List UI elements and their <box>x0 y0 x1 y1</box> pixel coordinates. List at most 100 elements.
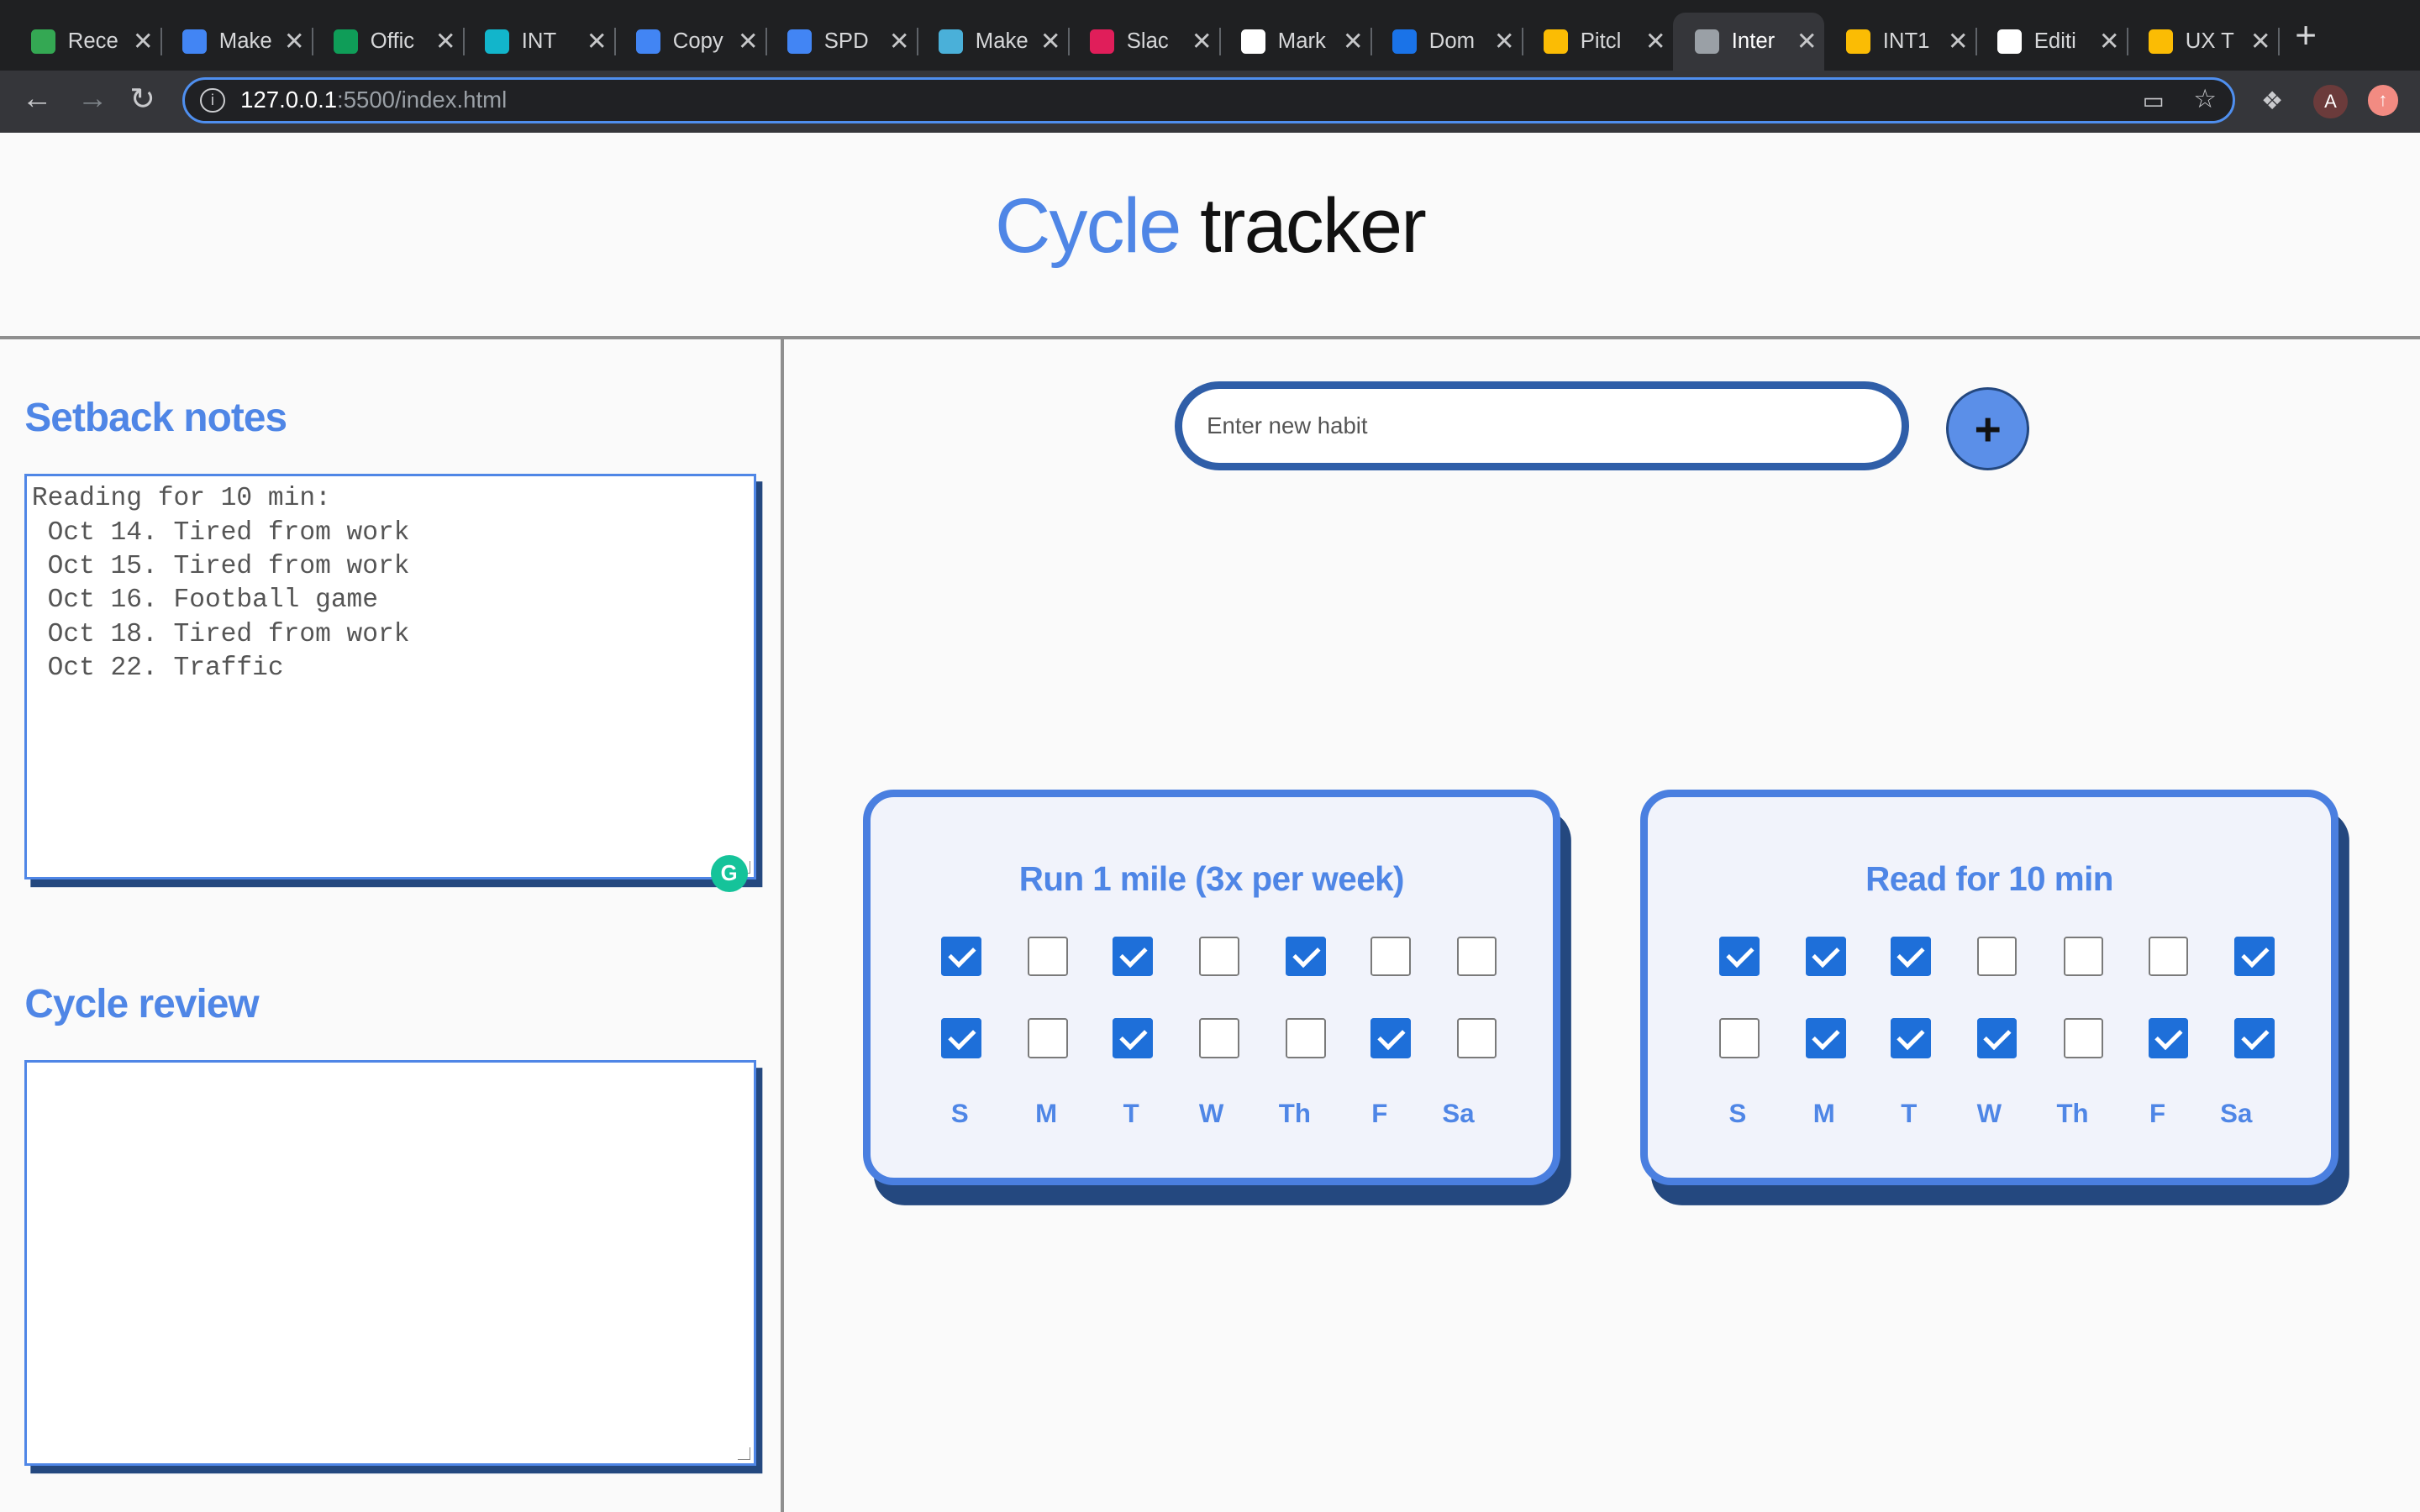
day-label: S <box>950 1098 969 1128</box>
close-tab-icon[interactable]: ✕ <box>283 28 305 56</box>
day-label: T <box>1901 1098 1918 1128</box>
day-checkbox-th[interactable] <box>1285 1018 1326 1058</box>
tab-separator <box>160 28 162 56</box>
close-tab-icon[interactable]: ✕ <box>888 28 910 56</box>
day-checkbox-f[interactable] <box>2148 936 2189 977</box>
browser-tab[interactable]: Slac ✕ <box>1068 13 1221 71</box>
habit-title: Read for 10 min <box>1865 858 2113 898</box>
bookmark-star-icon[interactable]: ☆ <box>2193 84 2217 114</box>
close-tab-icon[interactable]: ✕ <box>1493 28 1515 56</box>
info-icon[interactable]: i <box>200 87 225 113</box>
day-checkbox-sa[interactable] <box>2234 936 2275 977</box>
url-text: 127.0.0.1:5500/index.html <box>240 87 508 113</box>
day-checkbox-t[interactable] <box>1890 936 1931 977</box>
address-bar[interactable]: i 127.0.0.1:5500/index.html ▭ ☆ <box>182 76 2235 123</box>
day-checkbox-s[interactable] <box>941 1018 981 1058</box>
tab-separator <box>1522 28 1523 56</box>
close-tab-icon[interactable]: ✕ <box>1342 28 1364 56</box>
day-checkbox-s[interactable] <box>1718 936 1760 977</box>
setback-notes-textarea[interactable]: Reading for 10 min: Oct 14. Tired from w… <box>24 473 756 893</box>
page-title: Cycle tracker <box>995 182 1427 269</box>
day-label: Th <box>1278 1098 1311 1128</box>
tab-label: Rece <box>67 29 118 54</box>
tab-label: Pitcl <box>1580 29 1622 54</box>
browser-tab[interactable]: Offic ✕ <box>312 13 465 71</box>
resize-handle-icon[interactable] <box>737 1446 751 1461</box>
close-tab-icon[interactable]: ✕ <box>132 28 154 56</box>
docs-icon <box>635 29 661 55</box>
browser-tab[interactable]: Make✕ <box>917 13 1070 71</box>
day-checkbox-m[interactable] <box>1805 1018 1846 1058</box>
browser-tab[interactable]: Pitcl ✕ <box>1522 13 1673 71</box>
close-tab-icon[interactable]: ✕ <box>2249 28 2271 56</box>
day-checkbox-t[interactable] <box>1113 1018 1153 1058</box>
close-tab-icon[interactable]: ✕ <box>1039 28 1061 56</box>
browser-toolbar: ← → ↻ i 127.0.0.1:5500/index.html ▭ ☆ ❖ … <box>0 71 2420 133</box>
github-icon <box>1240 29 1266 55</box>
new-habit-input[interactable]: Enter new habit <box>1174 381 1910 471</box>
grammarly-icon[interactable]: G <box>710 855 748 893</box>
cast-icon[interactable]: ▭ <box>2142 87 2165 113</box>
extensions-puzzle-icon[interactable]: ❖ <box>2260 87 2284 115</box>
day-checkbox-t[interactable] <box>1890 1018 1931 1058</box>
slides-icon <box>2148 29 2174 55</box>
day-checkbox-w[interactable] <box>1198 936 1239 977</box>
tab-separator <box>917 28 918 56</box>
browser-tab[interactable]: INT✕ <box>463 13 616 71</box>
day-checkbox-m[interactable] <box>1805 936 1846 977</box>
close-tab-icon[interactable]: ✕ <box>737 28 759 56</box>
day-checkbox-s[interactable] <box>941 936 981 977</box>
tab-label: Slac <box>1126 29 1169 54</box>
back-arrow-icon[interactable]: ← <box>21 80 53 115</box>
close-tab-icon[interactable]: ✕ <box>1191 28 1213 56</box>
day-checkbox-sa[interactable] <box>1456 936 1497 977</box>
day-checkbox-sa[interactable] <box>2234 1018 2275 1058</box>
browser-tab[interactable]: Make ✕ <box>160 13 313 71</box>
day-checkbox-sa[interactable] <box>1456 1018 1497 1058</box>
browser-tab[interactable]: Mark✕ <box>1219 13 1372 71</box>
browser-tab[interactable]: Rece ✕ <box>9 13 162 71</box>
update-icon[interactable]: ↑ <box>2367 85 2399 116</box>
new-tab-button[interactable]: + <box>2295 15 2317 57</box>
forward-arrow-icon[interactable]: → <box>76 80 108 115</box>
day-checkbox-t[interactable] <box>1113 936 1153 977</box>
close-tab-icon[interactable]: ✕ <box>2098 28 2120 56</box>
day-checkbox-f[interactable] <box>1370 1018 1411 1058</box>
add-habit-button[interactable]: + <box>1946 387 2030 471</box>
reload-icon[interactable]: ↻ <box>129 81 156 116</box>
day-label: T <box>1123 1098 1139 1128</box>
browser-tab[interactable]: SPD✕ <box>765 13 918 71</box>
day-checkbox-w[interactable] <box>1976 936 2018 977</box>
day-checkbox-m[interactable] <box>1028 936 1068 977</box>
day-checkbox-f[interactable] <box>1370 936 1411 977</box>
close-tab-icon[interactable]: ✕ <box>434 28 456 56</box>
plus-icon: + <box>1974 402 2002 455</box>
day-checkbox-th[interactable] <box>1285 936 1326 977</box>
tab-label: Offic <box>370 29 415 54</box>
browser-tab[interactable]: Editi✕ <box>1975 13 2128 71</box>
day-checkbox-m[interactable] <box>1028 1018 1068 1058</box>
close-tab-icon[interactable]: ✕ <box>586 28 608 56</box>
day-checkbox-w[interactable] <box>1976 1018 2018 1058</box>
slack-icon <box>1089 29 1115 55</box>
day-checkbox-f[interactable] <box>2148 1018 2189 1058</box>
day-checkbox-th[interactable] <box>2063 936 2104 977</box>
tab-label: Copy <box>672 29 723 54</box>
browser-tab[interactable]: INT1✕ <box>1824 13 1977 71</box>
close-tab-icon[interactable]: ✕ <box>1947 28 1969 56</box>
browser-tab[interactable]: Dom✕ <box>1370 13 1523 71</box>
day-checkbox-s[interactable] <box>1718 1018 1760 1058</box>
tab-label: Make <box>218 29 272 54</box>
browser-tab[interactable]: UX T✕ <box>2127 13 2280 71</box>
cycle-review-textarea[interactable] <box>24 1059 756 1466</box>
profile-avatar[interactable]: A <box>2313 85 2348 119</box>
day-checkbox-th[interactable] <box>2063 1018 2104 1058</box>
setback-notes-text: Reading for 10 min: Oct 14. Tired from w… <box>31 484 410 684</box>
browser-tab[interactable]: Inter✕ <box>1673 12 1825 71</box>
browser-tab[interactable]: Copy ✕ <box>614 13 767 71</box>
day-checkbox-w[interactable] <box>1198 1018 1239 1058</box>
day-label: S <box>1728 1098 1747 1128</box>
close-tab-icon[interactable]: ✕ <box>1644 28 1666 56</box>
close-tab-icon[interactable]: ✕ <box>1796 28 1818 56</box>
tab-separator <box>614 28 616 56</box>
